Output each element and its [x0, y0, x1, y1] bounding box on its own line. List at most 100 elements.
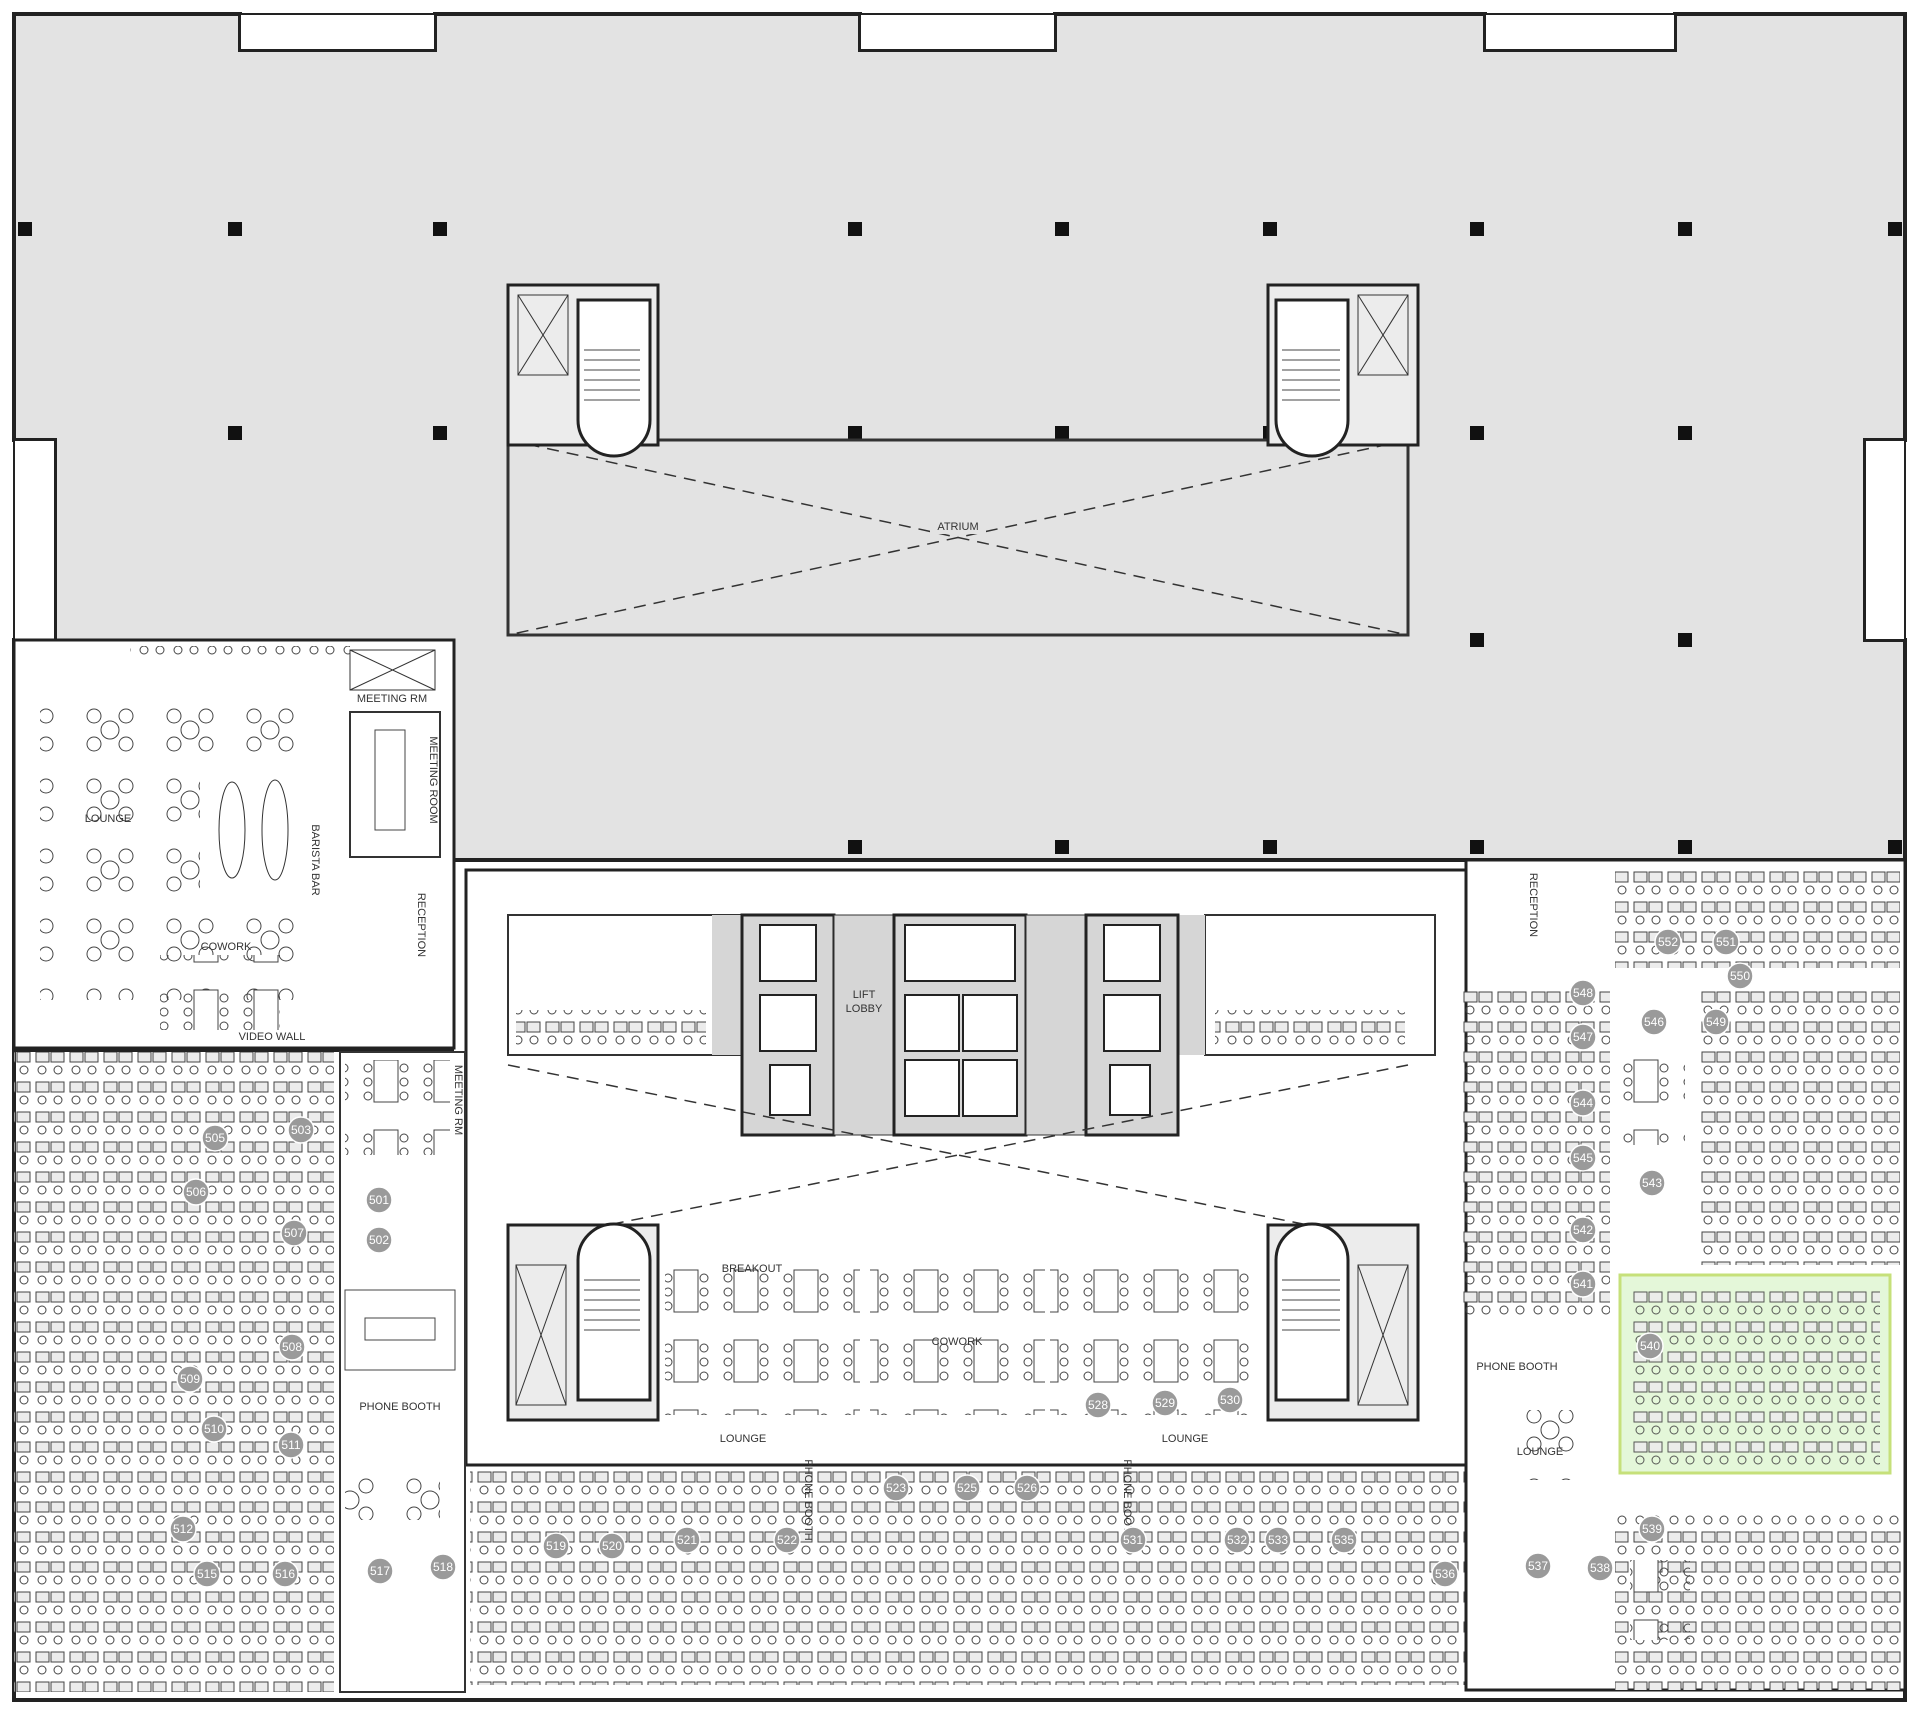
office-badge-circle [1216, 1386, 1244, 1414]
office-badge-circle [1702, 1008, 1730, 1036]
office-badge-508: 508 [278, 1333, 306, 1361]
video-wall-label: VIDEO WALL [239, 1031, 306, 1043]
office-badge-529: 529 [1151, 1389, 1179, 1417]
office-badge-503: 503 [287, 1116, 315, 1144]
office-number: 503 [291, 1123, 311, 1137]
office-number: 502 [369, 1233, 389, 1247]
office-number: 530 [1220, 1393, 1240, 1407]
lounge-right-label: LOUNGE [1517, 1446, 1563, 1458]
office-badge-circle [287, 1116, 315, 1144]
office-number: 525 [957, 1481, 977, 1495]
office-badge-circle [277, 1431, 305, 1459]
office-badge-circle [1223, 1526, 1251, 1554]
office-badge-545: 545 [1569, 1144, 1597, 1172]
office-number: 520 [602, 1539, 622, 1553]
office-badge-515: 515 [193, 1560, 221, 1588]
office-badge-circle [169, 1515, 197, 1543]
office-number: 522 [777, 1533, 797, 1547]
office-badge-535: 535 [1330, 1526, 1358, 1554]
office-number: 542 [1573, 1223, 1593, 1237]
office-badge-circle [200, 1415, 228, 1443]
office-number: 531 [1123, 1533, 1143, 1547]
office-badge-circle [1586, 1554, 1614, 1582]
office-badge-circle [278, 1333, 306, 1361]
office-number: 510 [204, 1422, 224, 1436]
office-badge-533: 533 [1264, 1526, 1292, 1554]
office-number: 512 [173, 1522, 193, 1536]
reception-right-label: RECEPTION [1527, 873, 1539, 937]
office-badge-519: 519 [542, 1532, 570, 1560]
office-badge-circle [271, 1560, 299, 1588]
office-badge-528: 528 [1084, 1391, 1112, 1419]
phone-booth-center-left-label: PHONE BOOTH [802, 1459, 814, 1540]
office-number: 515 [197, 1567, 217, 1581]
lounge-left-label: LOUNGE [85, 813, 131, 825]
office-number: 536 [1435, 1567, 1455, 1581]
office-badge-circle [1569, 1089, 1597, 1117]
office-number: 528 [1088, 1398, 1108, 1412]
lift-lobby-label-1: LIFT [853, 989, 876, 1001]
office-badge-circle [1569, 1216, 1597, 1244]
office-badge-531: 531 [1119, 1526, 1147, 1554]
office-badge-511: 511 [277, 1431, 305, 1459]
office-badge-circle [882, 1474, 910, 1502]
office-badge-circle [176, 1365, 204, 1393]
office-badge-551: 551 [1712, 928, 1740, 956]
office-number: 509 [180, 1372, 200, 1386]
office-number: 550 [1730, 969, 1750, 983]
office-badge-509: 509 [176, 1365, 204, 1393]
office-badge-circle [1726, 962, 1754, 990]
office-badge-506: 506 [182, 1178, 210, 1206]
office-number: 552 [1658, 935, 1678, 949]
meeting-rm-top-label: MEETING RM [357, 693, 427, 705]
cowork-left-label: COWORK [201, 941, 252, 953]
office-number: 547 [1573, 1030, 1593, 1044]
office-badge-532: 532 [1223, 1526, 1251, 1554]
office-number: 519 [546, 1539, 566, 1553]
breakout-label: BREAKOUT [722, 1263, 783, 1275]
office-number: 526 [1017, 1481, 1037, 1495]
office-badge-circle [193, 1560, 221, 1588]
office-badge-548: 548 [1569, 979, 1597, 1007]
upper-stair-left [506, 283, 660, 458]
office-badge-547: 547 [1569, 1023, 1597, 1051]
office-number: 523 [886, 1481, 906, 1495]
reception-left-label: RECEPTION [415, 893, 427, 957]
office-badge-541: 541 [1569, 1270, 1597, 1298]
phone-booth-left-label: PHONE BOOTH [359, 1401, 440, 1413]
office-badge-circle [1636, 1332, 1664, 1360]
office-badge-510: 510 [200, 1415, 228, 1443]
office-badge-549: 549 [1702, 1008, 1730, 1036]
office-number: 548 [1573, 986, 1593, 1000]
office-badge-circle [1638, 1169, 1666, 1197]
office-badge-circle [1569, 979, 1597, 1007]
office-badge-540: 540 [1636, 1332, 1664, 1360]
office-badge-552: 552 [1654, 928, 1682, 956]
office-badge-circle [1638, 1515, 1666, 1543]
office-badge-circle [1712, 928, 1740, 956]
left-wing: LOUNGE COWORK VIDEO WALL MEETING RM MEET… [12, 638, 456, 1052]
office-badge-circle [365, 1186, 393, 1214]
office-badge-circle [366, 1557, 394, 1585]
office-badge-circle [1013, 1474, 1041, 1502]
barista-bar-label: BARISTA BAR [309, 824, 321, 895]
office-number: 535 [1334, 1533, 1354, 1547]
office-badge-circle [182, 1178, 210, 1206]
atrium-label: ATRIUM [937, 521, 978, 533]
office-number: 540 [1640, 1339, 1660, 1353]
office-badge-circle [280, 1219, 308, 1247]
office-badge-circle [429, 1553, 457, 1581]
office-number: 529 [1155, 1396, 1175, 1410]
office-badge-circle [1119, 1526, 1147, 1554]
office-badge-circle [1654, 928, 1682, 956]
office-number: 537 [1528, 1559, 1548, 1573]
office-number: 551 [1716, 935, 1736, 949]
office-badge-circle [1569, 1144, 1597, 1172]
office-badge-539: 539 [1638, 1515, 1666, 1543]
office-badge-circle [673, 1526, 701, 1554]
office-badge-circle [1569, 1270, 1597, 1298]
office-badge-521: 521 [673, 1526, 701, 1554]
office-badge-circle [542, 1532, 570, 1560]
left-lower-block: MEETING RM PHONE BOOTH [14, 1051, 466, 1693]
